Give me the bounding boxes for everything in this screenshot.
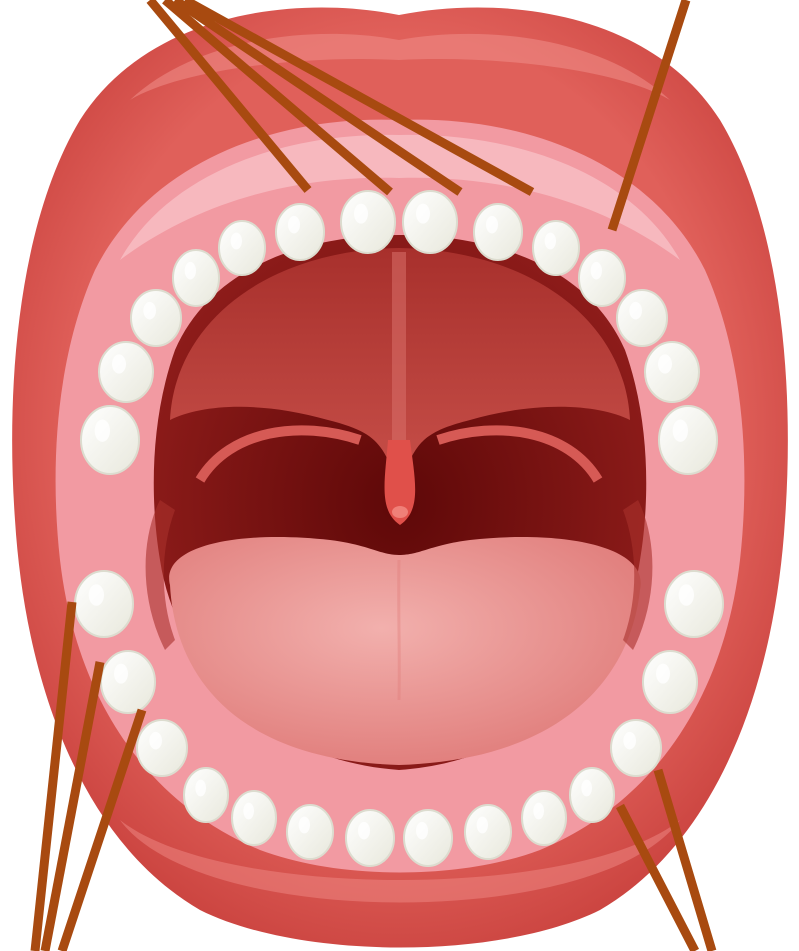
lower-tooth-highlight-4 [477,817,488,834]
upper-tooth-highlight-1 [354,204,368,224]
lower-tooth-highlight-13 [89,584,104,606]
lower-tooth-highlight-7 [195,780,206,797]
upper-tooth-highlight-9 [143,302,156,320]
lower-tooth-5 [232,791,276,845]
lower-tooth-highlight-6 [533,803,544,820]
lower-tooth-highlight-9 [149,732,162,750]
lower-tooth-2 [404,810,452,866]
lower-tooth-8 [570,768,614,822]
upper-tooth-6 [533,221,579,275]
upper-tooth-3 [276,204,324,260]
lower-tooth-10 [611,720,661,776]
upper-tooth-highlight-14 [673,419,688,441]
upper-tooth-highlight-2 [416,204,430,224]
lower-tooth-highlight-3 [299,817,310,834]
uvula-tip-highlight [392,506,408,518]
upper-tooth-7 [173,250,219,306]
lower-tooth-highlight-5 [243,803,254,820]
upper-tooth-5 [219,221,265,275]
upper-tooth-highlight-10 [629,302,642,320]
lower-tooth-6 [522,791,566,845]
lower-tooth-13 [75,571,133,637]
upper-tooth-8 [579,250,625,306]
upper-tooth-11 [99,342,153,402]
upper-tooth-highlight-4 [486,216,498,234]
lower-tooth-highlight-10 [623,732,636,750]
lower-tooth-1 [346,810,394,866]
upper-tooth-2 [403,191,457,253]
lower-tooth-highlight-1 [358,822,370,840]
upper-tooth-highlight-7 [185,262,196,280]
lower-tooth-12 [643,651,697,713]
lower-tooth-highlight-14 [679,584,694,606]
lower-tooth-11 [101,651,155,713]
upper-tooth-14 [659,406,717,474]
upper-tooth-highlight-5 [231,233,242,250]
upper-tooth-highlight-13 [95,419,110,441]
upper-tooth-10 [617,290,667,346]
upper-tooth-12 [645,342,699,402]
lower-tooth-9 [137,720,187,776]
upper-tooth-9 [131,290,181,346]
upper-tooth-highlight-8 [591,262,602,280]
lower-tooth-highlight-11 [114,664,128,684]
upper-tooth-highlight-12 [658,354,672,373]
lower-tooth-7 [184,768,228,822]
upper-tooth-4 [474,204,522,260]
upper-tooth-highlight-11 [112,354,126,373]
lower-tooth-14 [665,571,723,637]
lower-tooth-highlight-12 [656,664,670,684]
lower-tooth-highlight-8 [581,780,592,797]
upper-tooth-highlight-6 [545,233,556,250]
upper-tooth-13 [81,406,139,474]
lower-tooth-3 [287,805,333,859]
lower-tooth-highlight-2 [416,822,428,840]
lower-tooth-4 [465,805,511,859]
upper-tooth-highlight-3 [288,216,300,234]
tongue-midline [399,560,400,700]
upper-tooth-1 [341,191,395,253]
